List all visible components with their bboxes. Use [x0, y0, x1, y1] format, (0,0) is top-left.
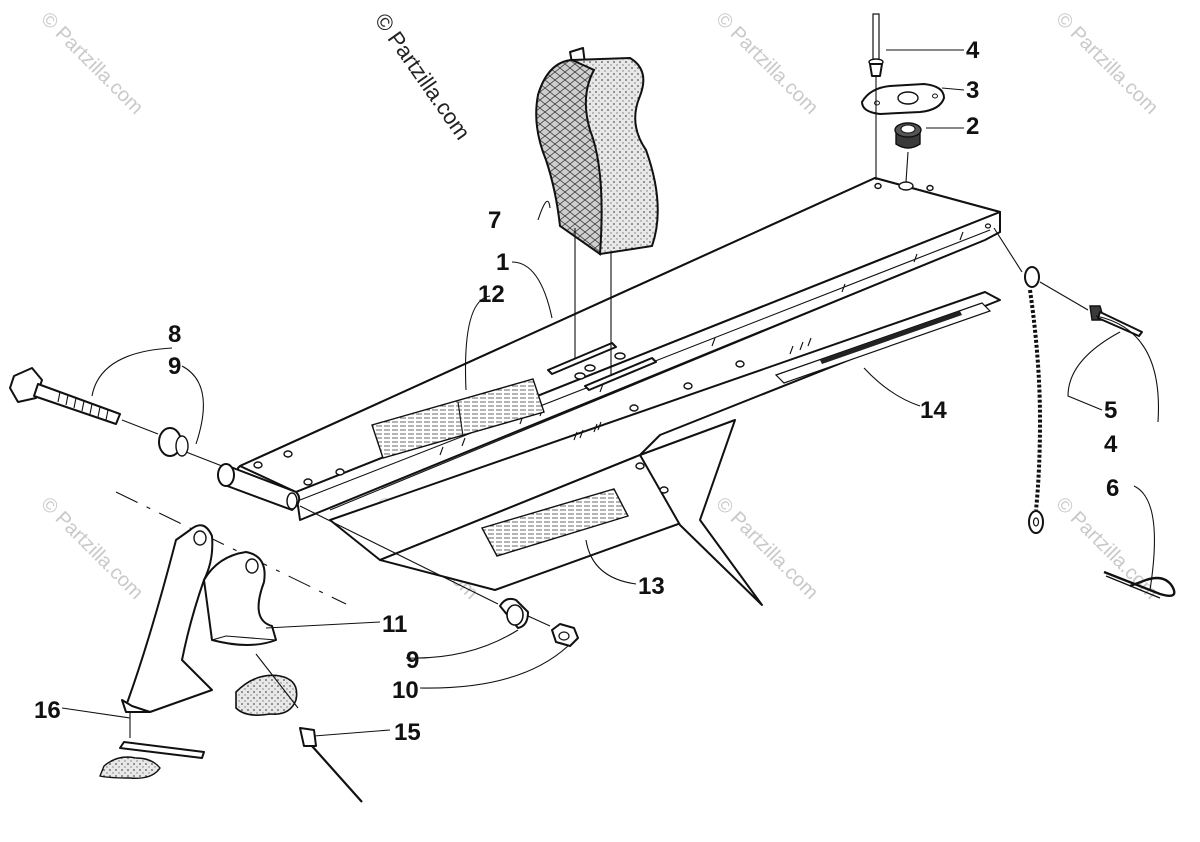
watermark-main: © Partzilla.com [370, 9, 476, 145]
callout-13: 13 [638, 573, 665, 600]
pivot-hardware [9, 367, 579, 647]
decal-caution-top [371, 378, 545, 459]
callout-7: 7 [488, 207, 501, 234]
decal-warning-side [480, 488, 630, 557]
callout-6: 6 [1106, 475, 1119, 502]
callout-5: 5 [1104, 397, 1117, 424]
decal-strip [774, 302, 992, 384]
watermark: © Partzilla.com [711, 8, 822, 119]
watermark: © Partzilla.com [711, 493, 822, 604]
callout-10: 10 [392, 677, 419, 704]
callout-9-bottom: 9 [406, 647, 419, 674]
foot-pedal [535, 47, 659, 376]
callout-12: 12 [478, 281, 505, 308]
callout-4-right: 4 [1104, 431, 1118, 458]
leader-lines [61, 49, 1160, 737]
watermark: © Partzilla.com [36, 493, 147, 604]
callout-3: 3 [966, 77, 979, 104]
callout-14: 14 [920, 397, 947, 424]
callout-1: 1 [496, 249, 509, 276]
watermark: © Partzilla.com [36, 8, 147, 119]
top-hardware [861, 13, 945, 183]
callout-9-left: 9 [168, 353, 181, 380]
callout-labels: 4 3 2 7 1 12 8 9 5 4 6 14 13 11 9 10 15 … [34, 37, 1119, 746]
callout-11: 11 [382, 611, 407, 638]
callout-2: 2 [966, 113, 979, 140]
watermark: © Partzilla.com [1051, 8, 1162, 119]
callout-8: 8 [168, 321, 181, 348]
callout-15: 15 [394, 719, 421, 746]
mount-bracket [99, 491, 363, 803]
hairpin-clip [1103, 570, 1176, 599]
callout-16: 16 [34, 697, 61, 724]
callout-4-top: 4 [966, 37, 980, 64]
tether-cord [993, 227, 1143, 534]
